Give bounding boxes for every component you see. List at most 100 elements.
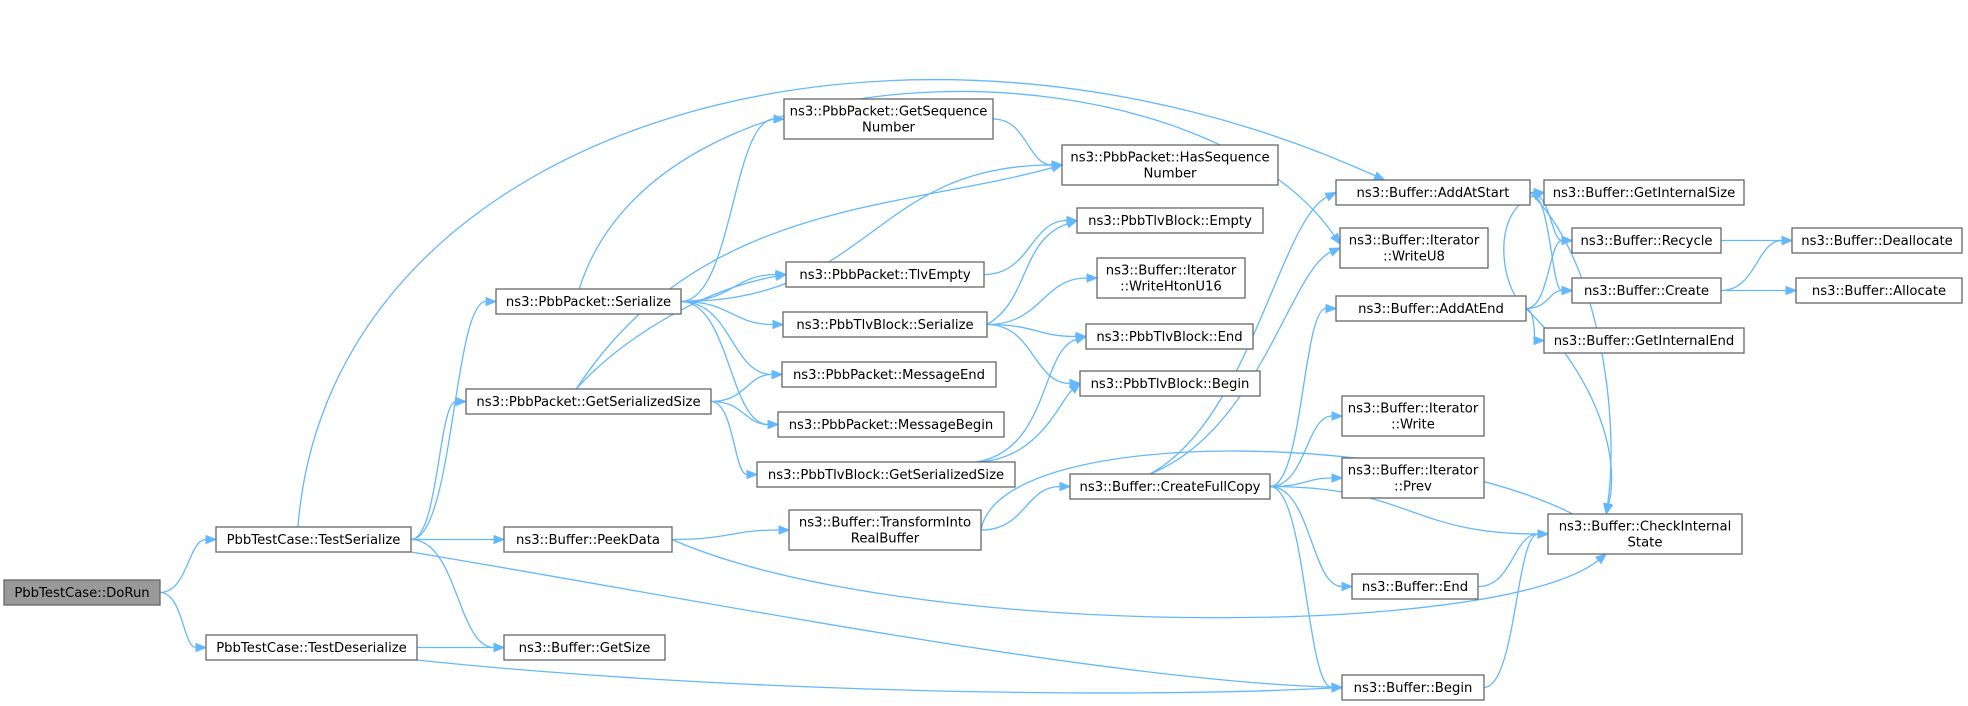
node-tlvb-end[interactable]: ns3::PbbTlvBlock::End xyxy=(1085,323,1254,350)
edge-buf-createfullcopy-to-buf-addatend xyxy=(1269,303,1338,488)
node-label: PbbTestCase::DoRun xyxy=(14,586,149,601)
edge-line xyxy=(1269,485,1539,535)
node-it-writeu8[interactable]: ns3::Buffer::Iterator::WriteU8 xyxy=(1339,227,1489,269)
arrowhead xyxy=(1074,334,1088,345)
node-pkt-getserializedsize[interactable]: ns3::PbbPacket::GetSerializedSize xyxy=(465,388,712,415)
node-box xyxy=(1571,227,1722,254)
node-pkt-messagebegin[interactable]: ns3::PbbPacket::MessageBegin xyxy=(777,411,1005,438)
node-testserialize[interactable]: PbbTestCase::TestSerialize xyxy=(215,526,412,553)
node-tlvb-getserializedsize[interactable]: ns3::PbbTlvBlock::GetSerializedSize xyxy=(756,461,1016,488)
edge-line xyxy=(992,118,1053,166)
edge-line xyxy=(680,164,1053,303)
node-buf-create[interactable]: ns3::Buffer::Create xyxy=(1571,277,1722,304)
node-buf-getinternalsize[interactable]: ns3::Buffer::GetInternalSize xyxy=(1543,179,1745,206)
node-it-write[interactable]: ns3::Buffer::Iterator::Write xyxy=(1341,395,1485,437)
edge-buf-createfullcopy-to-buf-addatstart xyxy=(1149,191,1338,475)
node-label: ns3::Buffer::GetInternalSize xyxy=(1553,186,1736,201)
node-label: ns3::PbbPacket::GetSequence xyxy=(790,105,988,120)
edge-buf-addatend-to-buf-getinternalend xyxy=(1525,307,1546,346)
node-label: ns3::Buffer::AddAtEnd xyxy=(1358,302,1504,317)
node-it-writehtonu16[interactable]: ns3::Buffer::Iterator::WriteHtonU16 xyxy=(1096,257,1246,299)
edge-pkt-getserializedsize-to-tlvb-getserializedsize xyxy=(710,400,759,480)
edge-line xyxy=(410,551,1333,688)
arrowhead xyxy=(771,369,784,380)
edge-line xyxy=(1477,533,1539,588)
arrowhead xyxy=(1561,235,1574,246)
edge-buf-createfullcopy-to-buf-begin xyxy=(1269,485,1344,693)
node-buf-deallocate[interactable]: ns3::Buffer::Deallocate xyxy=(1791,227,1963,254)
node-label: ::WriteHtonU16 xyxy=(1120,280,1222,295)
node-tlvb-begin[interactable]: ns3::PbbTlvBlock::Begin xyxy=(1079,370,1261,397)
edge-testserialize-to-pkt-getserializedsize xyxy=(410,396,468,541)
node-buf-recycle[interactable]: ns3::Buffer::Recycle xyxy=(1571,227,1722,254)
arrowhead xyxy=(1059,481,1072,492)
edge-buf-transform-to-buf-createfullcopy xyxy=(980,481,1072,531)
node-tlvb-serialize[interactable]: ns3::PbbTlvBlock::Serialize xyxy=(782,311,988,338)
edge-testdeserialize-to-buf-begin xyxy=(416,659,1344,694)
edge-line xyxy=(575,275,777,390)
node-label: ns3::Buffer::CheckInternal xyxy=(1559,520,1732,535)
node-label: ns3::Buffer::CreateFullCopy xyxy=(1079,480,1260,495)
node-buf-allocate[interactable]: ns3::Buffer::Allocate xyxy=(1795,277,1963,304)
edge-line xyxy=(575,167,1053,390)
node-buf-peekdata[interactable]: ns3::Buffer::PeekData xyxy=(503,526,673,553)
node-buf-createfullcopy[interactable]: ns3::Buffer::CreateFullCopy xyxy=(1069,473,1271,500)
edge-line xyxy=(986,223,1068,326)
node-label: PbbTestCase::TestSerialize xyxy=(227,533,401,548)
node-buf-begin[interactable]: ns3::Buffer::Begin xyxy=(1341,674,1485,701)
node-box xyxy=(1547,513,1743,555)
arrowhead xyxy=(493,534,506,545)
edge-line xyxy=(710,373,773,403)
node-dorun[interactable]: PbbTestCase::DoRun xyxy=(3,579,161,606)
node-pkt-serialize[interactable]: ns3::PbbPacket::Serialize xyxy=(495,288,682,315)
node-box xyxy=(503,634,666,661)
arrowhead xyxy=(1330,232,1341,246)
edge-line xyxy=(986,323,1071,385)
node-testdeserialize[interactable]: PbbTestCase::TestDeserialize xyxy=(205,634,418,661)
node-box xyxy=(783,98,994,140)
edge-line xyxy=(680,118,775,303)
node-label: ns3::Buffer::Create xyxy=(1584,284,1709,299)
node-pkt-messageend[interactable]: ns3::PbbPacket::MessageEnd xyxy=(781,361,997,388)
node-buf-getinternalend[interactable]: ns3::Buffer::GetInternalEnd xyxy=(1543,327,1745,354)
node-box xyxy=(1335,179,1531,206)
node-buf-addatstart[interactable]: ns3::Buffer::AddAtStart xyxy=(1335,179,1531,206)
edge-line xyxy=(976,338,1077,463)
edge-line xyxy=(1525,239,1563,310)
node-buf-addatend[interactable]: ns3::Buffer::AddAtEnd xyxy=(1335,295,1527,322)
node-box xyxy=(465,388,712,415)
edge-testdeserialize-to-buf-getsize xyxy=(416,642,506,653)
edge-pkt-getserializedsize-to-pkt-messageend xyxy=(710,369,784,403)
node-label: ns3::Buffer::PeekData xyxy=(516,533,660,548)
arrowhead xyxy=(1331,682,1344,693)
arrowhead xyxy=(493,642,506,653)
node-buf-end[interactable]: ns3::Buffer::End xyxy=(1351,573,1479,600)
node-label: ns3::Buffer::TransformInto xyxy=(799,516,971,531)
node-label: ns3::Buffer::Begin xyxy=(1354,681,1473,696)
node-label: ns3::Buffer::End xyxy=(1362,580,1468,595)
edge-line xyxy=(1483,533,1539,689)
arrowhead xyxy=(1325,303,1338,314)
node-box xyxy=(785,261,985,288)
node-box xyxy=(1351,573,1479,600)
node-tlvb-empty[interactable]: ns3::PbbTlvBlock::Empty xyxy=(1076,207,1264,234)
node-label: ::Prev xyxy=(1394,480,1432,495)
node-label: ns3::Buffer::Iterator xyxy=(1348,464,1479,479)
node-it-prev[interactable]: ns3::Buffer::Iterator::Prev xyxy=(1341,457,1485,499)
edge-line xyxy=(410,300,487,541)
node-label: ns3::PbbPacket::MessageEnd xyxy=(793,368,985,383)
node-label: ns3::PbbPacket::TlvEmpty xyxy=(799,268,970,283)
edge-line xyxy=(416,659,1333,694)
node-pkt-tlvempty[interactable]: ns3::PbbPacket::TlvEmpty xyxy=(785,261,985,288)
node-label: PbbTestCase::TestDeserialize xyxy=(216,641,407,656)
node-buf-getsize[interactable]: ns3::Buffer::GetSize xyxy=(503,634,666,661)
edge-line xyxy=(410,400,457,541)
edge-line xyxy=(159,591,197,649)
node-label: ns3::PbbTlvBlock::GetSerializedSize xyxy=(768,468,1004,483)
edge-tlvb-getserializedsize-to-tlvb-end xyxy=(976,334,1088,463)
node-label: ns3::Buffer::Allocate xyxy=(1812,284,1946,299)
